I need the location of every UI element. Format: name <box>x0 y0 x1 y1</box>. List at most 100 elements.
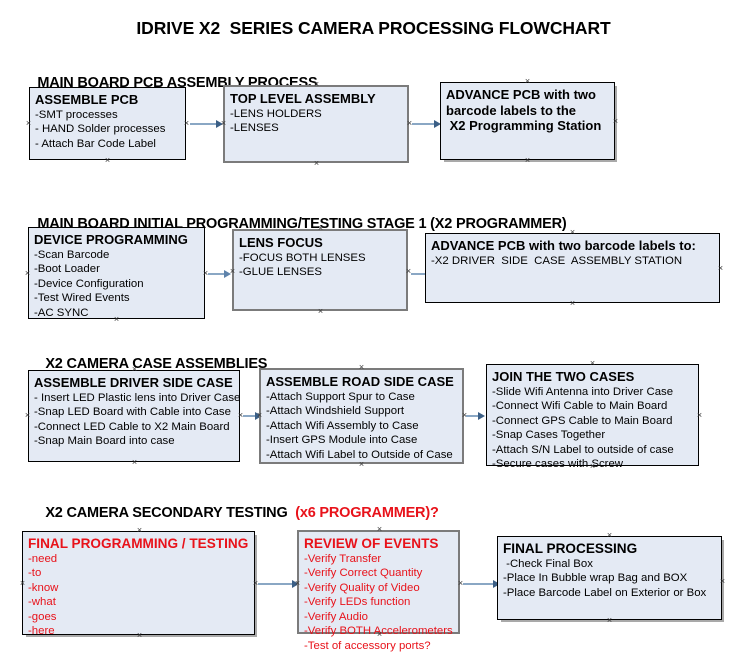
connection-handle-bottom[interactable] <box>131 459 138 466</box>
connection-handle-top[interactable] <box>131 366 138 373</box>
process-box-advance-pcb-driver-station[interactable]: ADVANCE PCB with two barcode labels to: … <box>425 233 720 303</box>
box-line: -Snap Cases Together <box>492 429 606 442</box>
connection-handle-bottom[interactable] <box>524 157 531 164</box>
connection-handle-bottom[interactable] <box>113 316 120 323</box>
process-box-assemble-road-side-case[interactable]: ASSEMBLE ROAD SIDE CASE -Attach Support … <box>259 368 464 464</box>
box-line: -Verify Correct Quantity <box>304 567 423 580</box>
box-line: -Attach Wifi Assembly to Case <box>266 419 419 432</box>
box-line: -Verify Quality of Video <box>304 581 420 594</box>
box-line: -Attach Windshield Support <box>266 405 405 418</box>
box-line: -know <box>28 581 59 594</box>
connector-arrow <box>463 583 495 585</box>
process-box-top-level-assembly[interactable]: TOP LEVEL ASSEMBLY -LENS HOLDERS -LENSES <box>223 85 409 163</box>
connector-arrow <box>258 583 294 585</box>
process-box-final-processing[interactable]: FINAL PROCESSING -Check Final Box -Place… <box>497 536 722 620</box>
connection-handle-right[interactable] <box>183 120 190 127</box>
connection-handle-left[interactable] <box>220 120 227 127</box>
connection-handle-right[interactable] <box>717 265 724 272</box>
box-line: -Attach Wifi Label to Outside of Case <box>266 448 453 461</box>
connection-handle-bottom[interactable] <box>376 631 383 638</box>
box-line: -to <box>28 567 42 580</box>
box-line: -goes <box>28 610 57 623</box>
box-line: -SMT processes <box>35 108 118 121</box>
box-title: ASSEMBLE PCB <box>35 92 139 107</box>
connection-handle-top[interactable] <box>376 526 383 533</box>
box-line: -Boot Loader <box>34 263 100 276</box>
section-heading-3: X2 CAMERA CASE ASSEMBLIES <box>30 340 267 388</box>
process-box-final-programming-testing[interactable]: FINAL PROGRAMMING / TESTING -need -to -k… <box>22 531 255 637</box>
connection-handle-left[interactable] <box>24 270 31 277</box>
connector-arrow <box>190 123 217 125</box>
box-line: -X2 DRIVER SIDE CASE ASSEMBLY STATION <box>431 254 683 267</box>
box-line: -Slide Wifi Antenna into Driver Case <box>492 385 674 398</box>
box-line: -FOCUS BOTH LENSES <box>239 251 366 264</box>
connection-handle-top[interactable] <box>358 364 365 371</box>
section-heading-4-text: X2 CAMERA SECONDARY TESTING <box>45 505 296 521</box>
connection-handle-left[interactable] <box>25 120 32 127</box>
box-line: -Verify BOTH Accelerometers <box>304 625 453 638</box>
connection-handle-left[interactable] <box>256 412 263 419</box>
page-title: IDRIVE X2 SERIES CAMERA PROCESSING FLOWC… <box>136 18 611 38</box>
connection-handle-bottom[interactable] <box>358 461 365 468</box>
process-box-review-of-events[interactable]: REVIEW OF EVENTS -Verify Transfer -Verif… <box>297 530 460 652</box>
box-line: -Attach S/N Label to outside of case <box>492 443 674 456</box>
box-line: X2 Programming Station <box>446 118 602 133</box>
box-line: -Verify Transfer <box>304 552 382 565</box>
section-heading-4-accent: (x6 PROGRAMMER)? <box>295 505 439 521</box>
box-line: - HAND Solder processes <box>35 123 166 136</box>
connection-handle-top[interactable] <box>113 223 120 230</box>
box-line: -Attach Support Spur to Case <box>266 390 415 403</box>
box-line: -Connect LED Cable to X2 Main Board <box>34 420 230 433</box>
box-line: -need <box>28 552 58 565</box>
box-title: ASSEMBLE ROAD SIDE CASE <box>266 374 454 389</box>
process-box-assemble-pcb[interactable]: ASSEMBLE PCB -SMT processes - HAND Solde… <box>29 87 186 160</box>
box-line: -Device Configuration <box>34 277 144 290</box>
connection-handle-top[interactable] <box>136 527 143 534</box>
box-title: TOP LEVEL ASSEMBLY <box>230 91 376 106</box>
box-line-overflow: -Test of accessory ports? <box>304 640 431 653</box>
connection-handle-top[interactable] <box>569 229 576 236</box>
connection-handle-bottom[interactable] <box>317 308 324 315</box>
process-box-join-the-two-cases[interactable]: JOIN THE TWO CASES -Slide Wifi Antenna i… <box>486 364 699 470</box>
box-title: LENS FOCUS <box>239 235 323 250</box>
box-line: -here <box>28 625 55 638</box>
connection-handle-left[interactable] <box>19 580 26 587</box>
connection-handle-bottom[interactable] <box>569 300 576 307</box>
connection-handle-left[interactable] <box>24 412 31 419</box>
box-line: -Test Wired Events <box>34 292 130 305</box>
connection-handle-right[interactable] <box>719 578 726 585</box>
connector-arrow <box>412 123 436 125</box>
box-line: -Scan Barcode <box>34 248 110 261</box>
box-line: -Snap Main Board into case <box>34 435 175 448</box>
box-title: JOIN THE TWO CASES <box>492 369 635 384</box>
connection-handle-top[interactable] <box>589 360 596 367</box>
process-box-device-programming[interactable]: DEVICE PROGRAMMING -Scan Barcode -Boot L… <box>28 227 205 319</box>
box-line: -Verify LEDs function <box>304 596 411 609</box>
connection-handle-top[interactable] <box>524 78 531 85</box>
box-title: FINAL PROGRAMMING / TESTING <box>28 536 249 551</box>
box-line: -Place In Bubble wrap Bag and BOX <box>503 572 688 585</box>
box-title: ASSEMBLE DRIVER SIDE CASE <box>34 375 233 390</box>
process-box-advance-pcb-programming[interactable]: ADVANCE PCB with two barcode labels to t… <box>440 82 615 160</box>
connection-handle-left[interactable] <box>294 580 301 587</box>
connection-handle-right[interactable] <box>612 118 619 125</box>
connection-handle-top[interactable] <box>313 81 320 88</box>
process-box-assemble-driver-side-case[interactable]: ASSEMBLE DRIVER SIDE CASE - Insert LED P… <box>28 370 240 462</box>
box-line: -LENSES <box>230 122 279 135</box>
connection-handle-top[interactable] <box>317 225 324 232</box>
box-line: - Attach Bar Code Label <box>35 137 156 150</box>
connection-handle-bottom[interactable] <box>136 632 143 639</box>
process-box-lens-focus[interactable]: LENS FOCUS -FOCUS BOTH LENSES -GLUE LENS… <box>232 229 408 311</box>
connection-handle-bottom[interactable] <box>589 463 596 470</box>
connection-handle-right[interactable] <box>696 412 703 419</box>
arrowhead-icon <box>493 579 500 588</box>
connection-handle-left[interactable] <box>229 268 236 275</box>
connector-arrow <box>208 273 226 275</box>
connection-handle-bottom[interactable] <box>606 617 613 624</box>
box-line: -Secure cases with Screw <box>492 458 624 471</box>
connection-handle-bottom[interactable] <box>104 157 111 164</box>
connection-handle-bottom[interactable] <box>313 160 320 167</box>
connection-handle-top[interactable] <box>606 532 613 539</box>
connection-handle-top[interactable] <box>104 83 111 90</box>
